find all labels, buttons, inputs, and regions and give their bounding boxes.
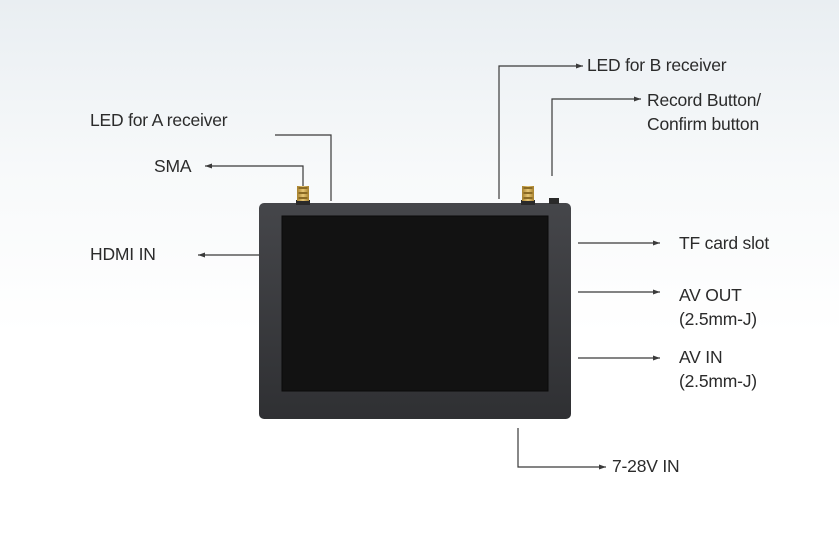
- label-av-out-line1: AV OUT: [679, 285, 742, 305]
- monitor-screen: [282, 216, 548, 391]
- leader-record: [551, 96, 641, 176]
- label-tf-card: TF card slot: [679, 233, 769, 253]
- label-record-line1: Record Button/: [647, 90, 761, 110]
- label-led-a: LED for A receiver: [90, 110, 228, 130]
- sma-connector-left: [296, 186, 310, 205]
- leader-power: [517, 428, 606, 470]
- leader-led-b: [498, 63, 583, 199]
- leader-led-a: [275, 134, 332, 201]
- label-av-in-line2: (2.5mm-J): [679, 371, 757, 391]
- leader-sma: [205, 163, 304, 186]
- monitor-device: [259, 203, 571, 419]
- label-av-out-line2: (2.5mm-J): [679, 309, 757, 329]
- label-led-b: LED for B receiver: [587, 55, 727, 75]
- label-power-in: 7-28V IN: [612, 456, 680, 476]
- label-sma: SMA: [154, 156, 192, 176]
- label-av-in-line1: AV IN: [679, 347, 723, 367]
- sma-connector-right: [521, 186, 535, 205]
- label-hdmi-in: HDMI IN: [90, 244, 156, 264]
- label-record-line2: Confirm button: [647, 114, 759, 134]
- record-button: [549, 198, 559, 204]
